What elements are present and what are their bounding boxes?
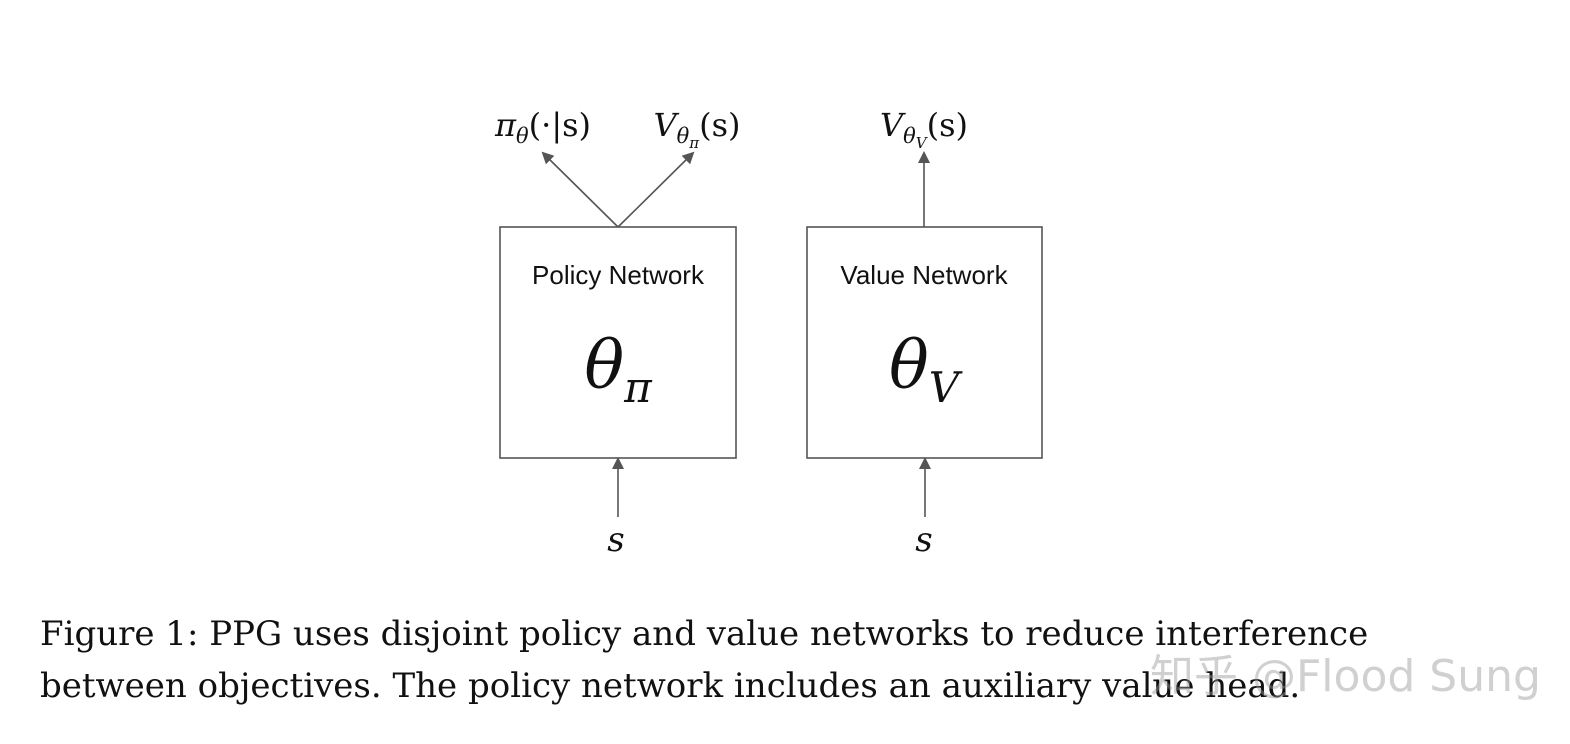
value-network-parameter: θV <box>889 327 963 412</box>
ppg-architecture-diagram: Policy Network θπ Value Network θV πθ(·|… <box>494 106 1043 560</box>
policy-network-box: Policy Network θπ <box>499 226 737 459</box>
caption-line-1: Figure 1: PPG uses disjoint policy and v… <box>40 614 1369 654</box>
value-input-label: s <box>915 520 932 560</box>
policy-network-parameter: θπ <box>584 327 653 412</box>
policy-head-label: πθ(·|s) <box>494 106 591 148</box>
aux-value-head-label: Vθπ(s) <box>653 106 740 152</box>
value-network-box: Value Network θV <box>806 226 1043 459</box>
policy-input-label: s <box>607 520 624 560</box>
value-output-label: VθV(s) <box>880 106 968 152</box>
value-network-title: Value Network <box>840 260 1008 290</box>
figure-caption: Figure 1: PPG uses disjoint policy and v… <box>40 608 1520 712</box>
caption-line-2: between objectives. The policy network i… <box>40 666 1301 706</box>
aux-value-head-arrow <box>617 151 695 228</box>
watermark: 知乎 @Flood Sung <box>1150 651 1541 702</box>
policy-network-title: Policy Network <box>532 260 705 290</box>
policy-head-arrow <box>541 151 619 228</box>
